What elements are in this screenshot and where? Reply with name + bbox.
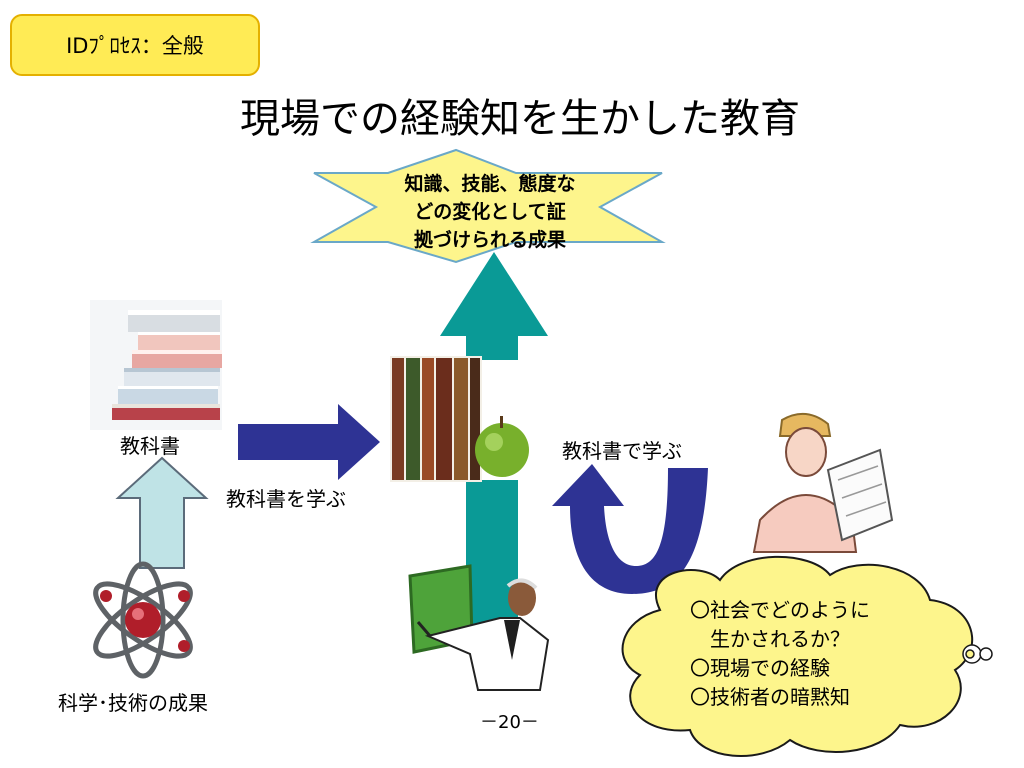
books-apple-illustration <box>390 356 529 482</box>
atom-illustration <box>93 561 193 679</box>
learn-with-textbook-label: 教科書で学ぶ <box>562 439 682 463</box>
cloud-line: 生かされるか？ <box>690 627 850 651</box>
outcome-star-shape <box>310 148 666 264</box>
textbook-label: 教科書 <box>120 434 180 458</box>
thought-cloud-text: 〇社会でどのように 生かされるか？ 〇現場での経験 〇技術者の暗黙知 <box>690 596 940 712</box>
page-number: －20－ <box>480 712 539 733</box>
process-label: IDﾌﾟﾛｾｽ：全般 <box>10 14 260 76</box>
learn-textbook-arrow <box>238 404 380 480</box>
outcome-line: 拠づけられる成果 <box>413 229 566 251</box>
science-to-textbook-arrow <box>115 456 209 569</box>
outcome-line: どの変化として証 <box>414 201 566 223</box>
engineer-illustration <box>752 413 894 553</box>
learn-with-textbook-curved-arrow <box>552 464 708 594</box>
textbook-stack-illustration <box>90 300 222 430</box>
thought-cloud-shape <box>621 555 993 757</box>
process-label-text: IDﾌﾟﾛｾｽ：全般 <box>66 34 204 58</box>
outcome-text: 知識、技能、態度な どの変化として証 拠づけられる成果 <box>360 170 620 254</box>
science-results-label: 科学･技術の成果 <box>58 691 208 715</box>
outcome-line: 知識、技能、態度な <box>404 173 576 195</box>
slide-title: 現場での経験知を生かした教育 <box>240 96 800 142</box>
cloud-line: 〇社会でどのように <box>690 598 870 622</box>
teal-upward-arrow <box>440 252 548 640</box>
learn-textbook-label: 教科書を学ぶ <box>226 487 346 511</box>
teacher-illustration <box>408 564 550 691</box>
cloud-line: 〇現場での経験 <box>690 656 830 680</box>
cloud-line: 〇技術者の暗黙知 <box>690 685 850 709</box>
